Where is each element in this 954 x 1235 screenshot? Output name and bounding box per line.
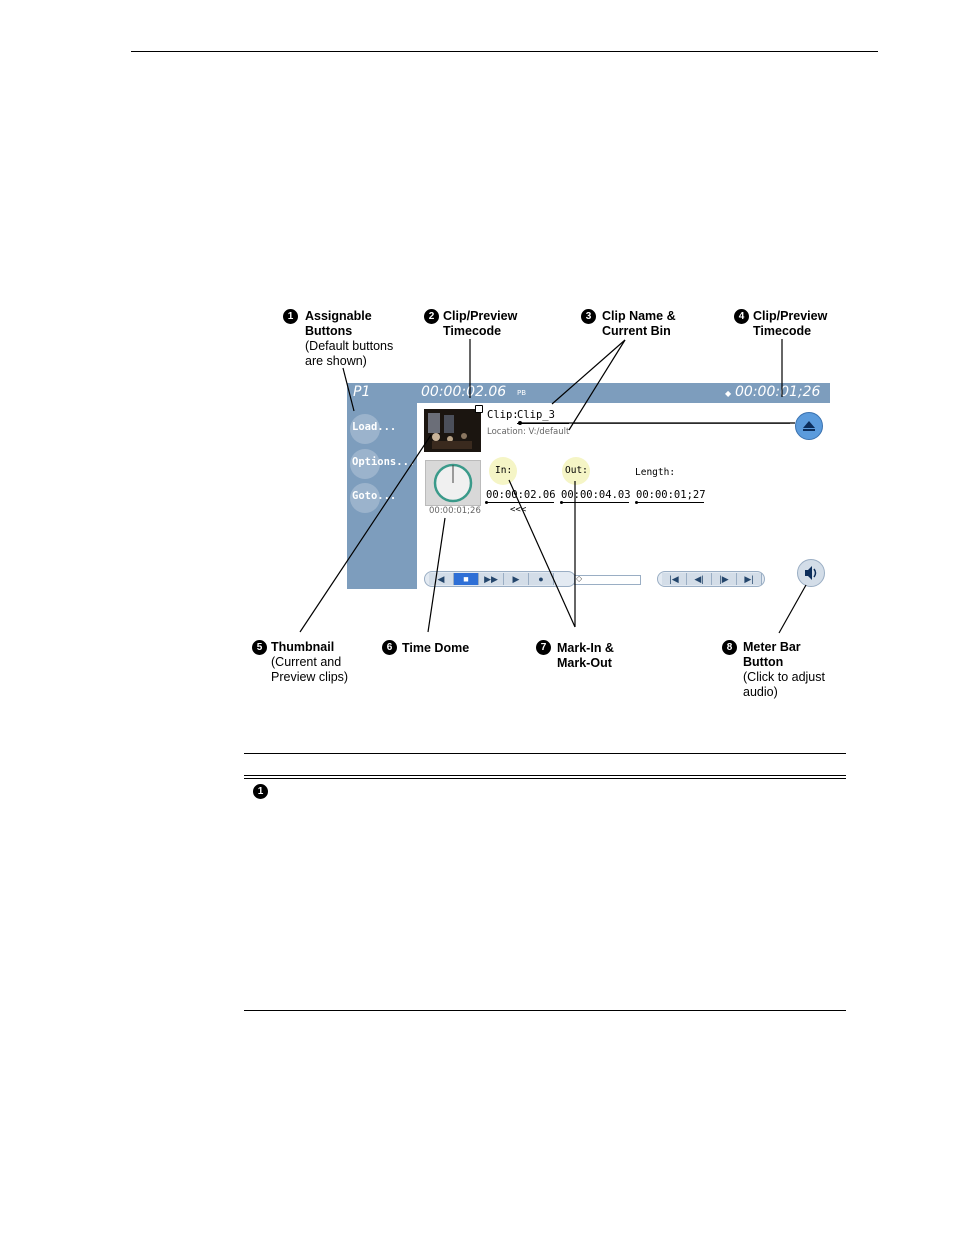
table-bottom-rule xyxy=(244,1010,846,1011)
mark-out-value[interactable]: 00:00:04.03 xyxy=(561,489,631,501)
go-to-end-button[interactable]: ▶| xyxy=(737,573,762,585)
channel-label: P1 xyxy=(353,384,371,400)
time-dome[interactable] xyxy=(425,460,481,506)
stop-button[interactable]: ■ xyxy=(454,573,479,585)
eject-button[interactable] xyxy=(795,412,823,440)
clip-label: Clip: xyxy=(487,409,519,421)
timecode-indicator-icon: ◆ xyxy=(725,389,732,398)
prev-frame-button[interactable]: ◀| xyxy=(687,573,712,585)
table-row-marker: 1 xyxy=(253,784,268,799)
goto-button[interactable]: Goto... xyxy=(352,490,397,502)
mark-out-button[interactable] xyxy=(562,457,590,485)
fast-forward-button[interactable]: ▶▶ xyxy=(479,573,504,585)
callout-number: 6 xyxy=(382,640,397,655)
eject-icon xyxy=(803,421,815,431)
mark-out-label: Out: xyxy=(565,465,588,476)
assignable-button-panel: Load... Options... Goto... xyxy=(347,403,417,589)
mark-out-underline xyxy=(561,502,629,503)
callout-number: 8 xyxy=(722,640,737,655)
rewind-marker: <<< xyxy=(510,505,527,515)
clip-panel: Clip: Clip_3 Location: V:/default 00:00:… xyxy=(417,403,830,589)
callout-number: 4 xyxy=(734,309,749,324)
callout-number: 1 xyxy=(283,309,298,324)
length-value: 00:00:01;27 xyxy=(636,489,706,501)
speaker-icon xyxy=(805,566,817,580)
play-button[interactable]: ▶ xyxy=(504,573,529,585)
slider-thumb-icon[interactable]: ◇ xyxy=(576,574,583,583)
table-top-rule xyxy=(244,753,846,754)
mark-in-underline xyxy=(486,502,554,503)
meter-bar-button[interactable] xyxy=(797,559,825,587)
goto-button-circle xyxy=(350,483,380,513)
mark-out-dot xyxy=(560,501,563,504)
callout-number: 3 xyxy=(581,309,596,324)
pb-label: PB xyxy=(517,389,527,397)
mark-in-value[interactable]: 00:00:02.06 xyxy=(486,489,556,501)
clip-timecode: 00:00:02.06 xyxy=(421,384,507,400)
mark-in-button[interactable] xyxy=(489,457,517,485)
location-text: Location: V:/default xyxy=(487,427,570,437)
preview-timecode: 00:00:01;26 xyxy=(735,384,821,400)
thumbnail-toggle-icon[interactable] xyxy=(475,405,483,413)
header-rule xyxy=(131,51,878,52)
thumbnail[interactable] xyxy=(424,409,481,452)
next-frame-button[interactable]: |▶ xyxy=(712,573,737,585)
length-label: Length: xyxy=(635,467,676,478)
frame-controls: |◀ ◀| |▶ ▶| xyxy=(657,571,765,587)
load-button-circle xyxy=(350,414,380,444)
clip-name[interactable]: Clip_3 xyxy=(517,409,555,421)
options-button-circle xyxy=(350,449,380,479)
length-dot xyxy=(635,501,638,504)
go-to-start-button[interactable]: |◀ xyxy=(662,573,687,585)
transport-controls: ◀ ■ ▶▶ ▶ ● xyxy=(424,571,576,587)
callout-number: 2 xyxy=(424,309,439,324)
callout-number: 7 xyxy=(536,640,551,655)
options-button[interactable]: Options... xyxy=(352,456,416,468)
dome-time: 00:00:01;26 xyxy=(429,506,481,516)
player-window: P1 00:00:02.06 PB ◆ 00:00:01;26 Load... … xyxy=(347,383,830,589)
length-underline xyxy=(636,502,704,503)
callout-number: 5 xyxy=(252,640,267,655)
mark-in-label: In: xyxy=(495,465,513,476)
table-header-rule-1 xyxy=(244,775,846,776)
load-button[interactable]: Load... xyxy=(352,421,397,433)
title-bar xyxy=(347,383,830,403)
table-header-rule-2 xyxy=(244,778,846,779)
mark-in-dot xyxy=(485,501,488,504)
